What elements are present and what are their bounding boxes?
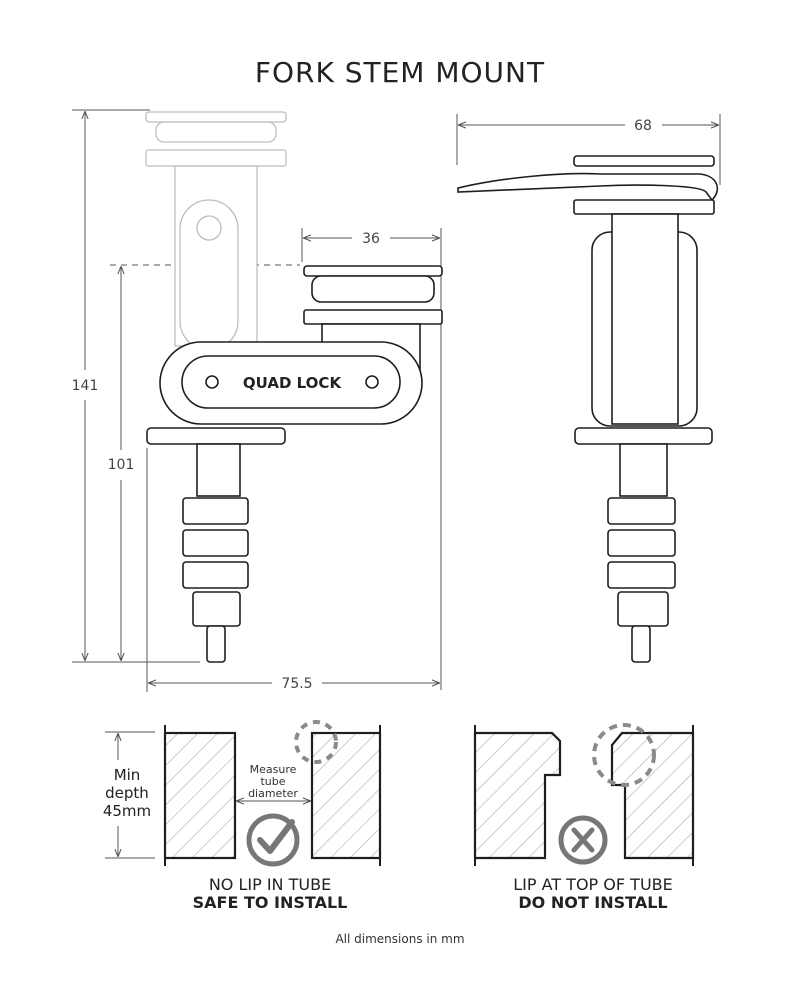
svg-text:68: 68 (634, 118, 652, 134)
svg-text:75.5: 75.5 (281, 676, 312, 692)
svg-text:DO NOT INSTALL: DO NOT INSTALL (518, 893, 667, 912)
footer-note: All dimensions in mm (335, 932, 464, 946)
dimension-68: 68 (456, 114, 721, 185)
svg-text:LIP AT TOP OF TUBE: LIP AT TOP OF TUBE (513, 875, 672, 894)
do-not-install-panel: LIP AT TOP OF TUBE DO NOT INSTALL (473, 723, 695, 912)
svg-text:diameter: diameter (248, 787, 298, 800)
dimension-141: 141 (72, 109, 200, 663)
x-circle-icon (558, 815, 608, 865)
svg-text:tube: tube (260, 775, 285, 788)
svg-text:NO LIP IN TUBE: NO LIP IN TUBE (209, 875, 331, 894)
svg-text:Min: Min (114, 766, 141, 784)
svg-text:45mm: 45mm (103, 802, 151, 820)
svg-text:36: 36 (362, 231, 380, 247)
safe-install-panel: Min depth 45mm Measure tube diameter NO … (103, 720, 382, 912)
ghost-upright-mount (145, 111, 287, 351)
quad-lock-logo: QUAD LOCK (243, 374, 343, 392)
dimension-36: 36 (301, 228, 442, 690)
dimension-75-5: 75.5 (146, 448, 439, 692)
svg-text:101: 101 (108, 457, 135, 473)
svg-text:141: 141 (72, 378, 99, 394)
svg-text:Measure: Measure (250, 763, 297, 776)
front-view-mount: QUAD LOCK (146, 265, 443, 663)
svg-text:depth: depth (105, 784, 149, 802)
svg-text:SAFE TO INSTALL: SAFE TO INSTALL (193, 893, 348, 912)
page-title: FORK STEM MOUNT (255, 56, 545, 89)
side-view-mount (457, 155, 719, 663)
check-circle-icon (246, 813, 300, 867)
dimension-101: 101 (108, 264, 300, 660)
